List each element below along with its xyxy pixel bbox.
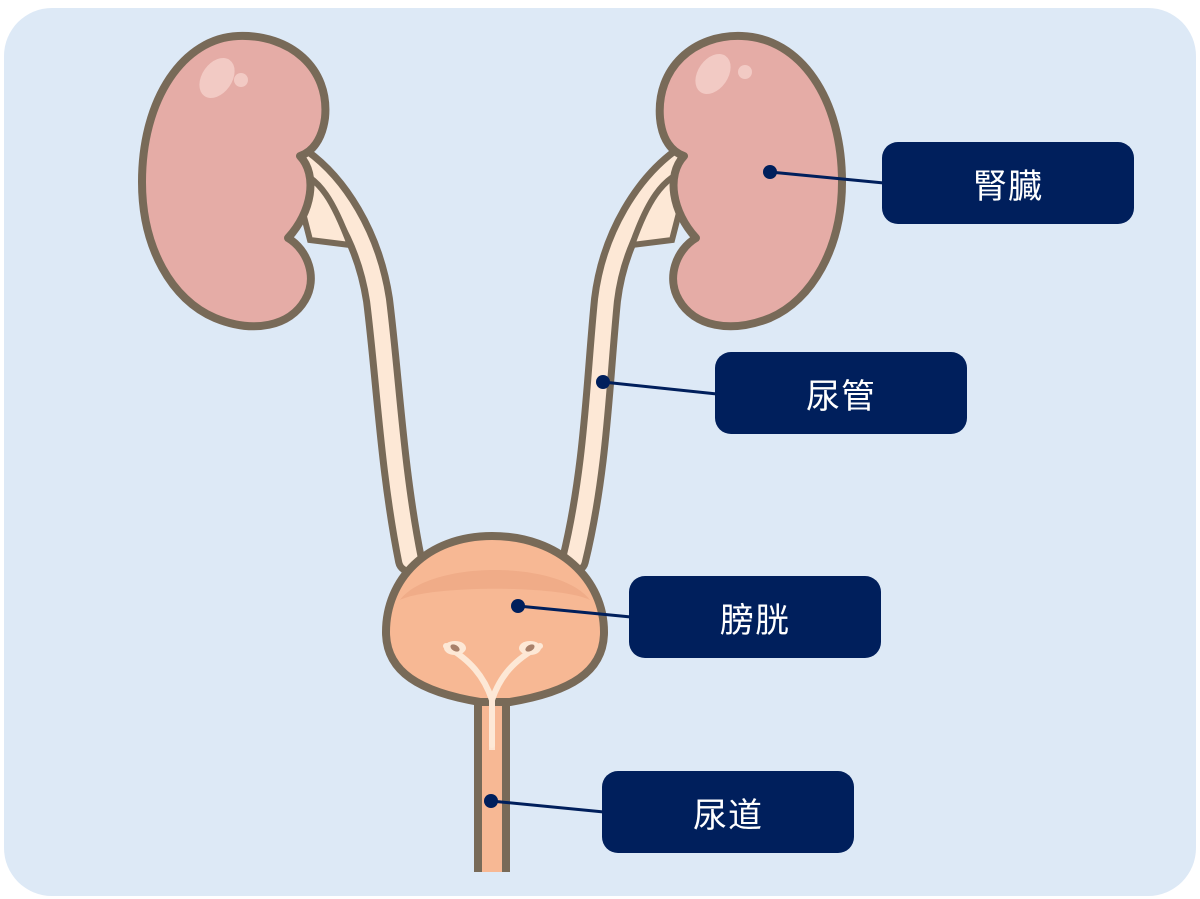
right-kidney [655, 31, 846, 331]
pointer-bladder [511, 599, 632, 619]
kidney-label: 腎臓 [882, 142, 1134, 224]
pointer-ureter [596, 375, 718, 396]
right-ureter [559, 145, 697, 575]
pointer-kidney [763, 165, 885, 185]
bladder [382, 532, 608, 748]
bladder-label: 膀胱 [629, 576, 881, 658]
urethra-label: 尿道 [602, 771, 854, 853]
ureter-label: 尿管 [715, 352, 967, 434]
pointer-urethra [484, 794, 605, 814]
left-kidney [138, 31, 330, 331]
left-ureter [285, 145, 425, 575]
